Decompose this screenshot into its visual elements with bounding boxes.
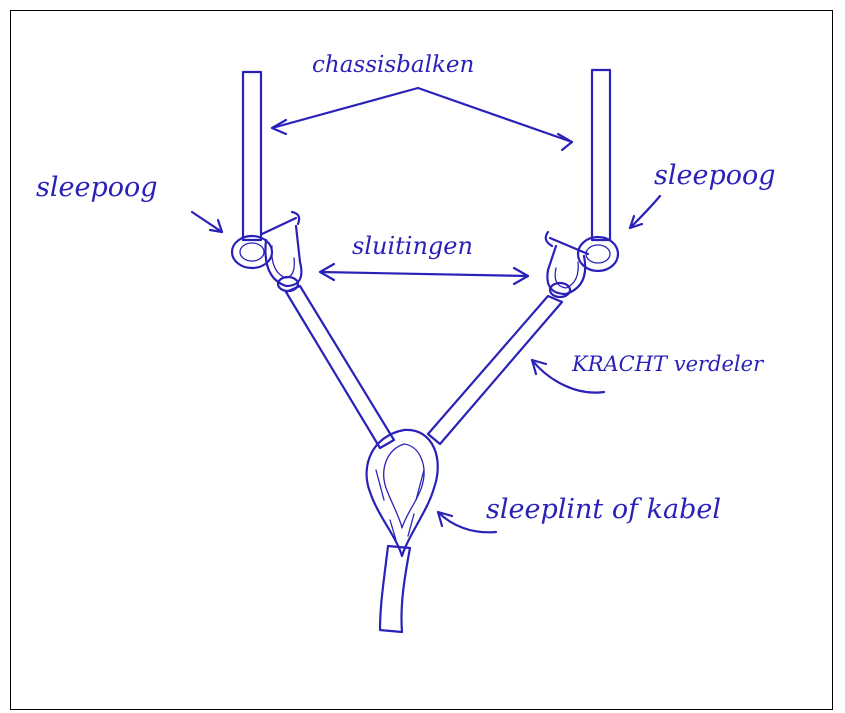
arrow-sleepoog-right bbox=[630, 196, 660, 228]
label-sleepoog-left: sleepoog bbox=[36, 172, 158, 203]
label-sluitingen: sluitingen bbox=[352, 232, 473, 260]
chassis-beam-left bbox=[243, 72, 261, 240]
arrow-chassisbalken-right bbox=[418, 88, 572, 150]
label-sleeplint-of-kabel: sleeplint of kabel bbox=[486, 494, 721, 525]
arrow-chassisbalken-left bbox=[272, 88, 418, 134]
shackle-left bbox=[262, 212, 301, 291]
tow-strap-tail bbox=[380, 546, 410, 632]
label-krachtverdeler: KRACHT verdeler bbox=[572, 352, 763, 376]
arrow-sleepoog-left bbox=[192, 212, 222, 232]
label-chassisbalken: chassisbalken bbox=[312, 52, 474, 78]
distributor-leg-left bbox=[286, 286, 394, 448]
label-sleepoog-right: sleepoog bbox=[654, 160, 776, 191]
tow-eye-right bbox=[578, 237, 618, 271]
arrow-sluitingen bbox=[320, 264, 528, 284]
tow-strap-eye bbox=[367, 430, 438, 556]
chassis-beam-right bbox=[592, 70, 610, 240]
